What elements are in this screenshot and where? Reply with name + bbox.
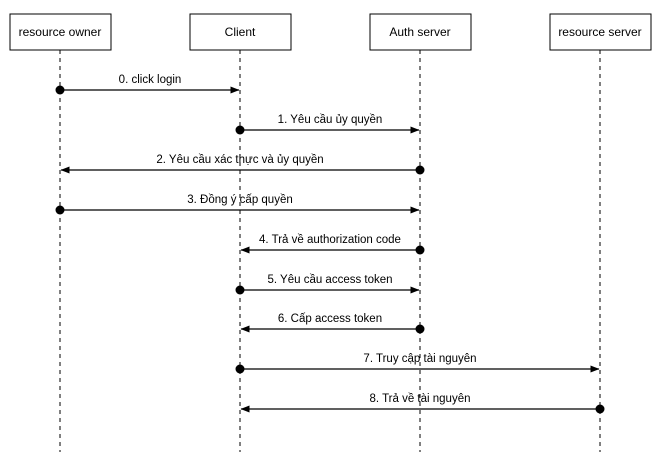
actor-label-client: Client	[225, 25, 256, 39]
message-3[interactable]: 3. Đồng ý cấp quyền	[55, 194, 420, 215]
actor-label-resource-server: resource server	[558, 25, 641, 39]
message-origin-dot-3	[55, 205, 65, 215]
message-origin-dot-5	[235, 285, 245, 295]
message-0[interactable]: 0. click login	[55, 74, 240, 95]
message-label-1: 1. Yêu cầu ủy quyền	[278, 114, 383, 126]
actor-box-resource-server[interactable]: resource server	[549, 13, 652, 51]
actor-boxes-group: resource owner Client Auth server resource …	[9, 13, 652, 51]
actor-box-frame-client	[189, 13, 292, 51]
message-8[interactable]: 8. Trả về tài nguyên	[240, 393, 605, 414]
message-label-7: 7. Truy cập tài nguyên	[363, 353, 476, 365]
message-7[interactable]: 7. Truy cập tài nguyên	[235, 353, 600, 374]
message-origin-dot-0	[55, 85, 65, 95]
messages-group: 0. click login 1. Yêu cầu ủy quyền 2. Yêu …	[55, 74, 605, 414]
actor-label-resource-owner: resource owner	[19, 25, 102, 39]
actor-box-frame-auth-server	[369, 13, 472, 51]
actor-box-frame-resource-server	[549, 13, 652, 51]
message-origin-dot-1	[235, 125, 245, 135]
actor-box-resource-owner[interactable]: resource owner	[9, 13, 112, 51]
actor-label-auth-server: Auth server	[389, 25, 450, 39]
message-1[interactable]: 1. Yêu cầu ủy quyền	[235, 114, 420, 135]
message-label-2: 2. Yêu cầu xác thực và ủy quyền	[156, 154, 323, 166]
message-origin-dot-6	[415, 324, 425, 334]
lifelines-group	[59, 50, 601, 452]
message-label-6: 6. Cấp access token	[278, 313, 382, 325]
message-6[interactable]: 6. Cấp access token	[240, 313, 425, 334]
message-origin-dot-7	[235, 364, 245, 374]
message-label-8: 8. Trả về tài nguyên	[369, 393, 470, 405]
message-origin-dot-8	[595, 404, 605, 414]
message-origin-dot-2	[415, 165, 425, 175]
message-label-3: 3. Đồng ý cấp quyền	[187, 194, 293, 206]
actor-box-frame-resource-owner	[9, 13, 112, 51]
message-label-0: 0. click login	[119, 74, 182, 86]
message-label-4: 4. Trả về authorization code	[259, 234, 401, 246]
message-label-5: 5. Yêu cầu access token	[267, 274, 392, 286]
message-origin-dot-4	[415, 245, 425, 255]
message-5[interactable]: 5. Yêu cầu access token	[235, 274, 420, 295]
actor-box-client[interactable]: Client	[189, 13, 292, 51]
message-2[interactable]: 2. Yêu cầu xác thực và ủy quyền	[60, 154, 425, 175]
message-4[interactable]: 4. Trả về authorization code	[240, 234, 425, 255]
actor-box-auth-server[interactable]: Auth server	[369, 13, 472, 51]
